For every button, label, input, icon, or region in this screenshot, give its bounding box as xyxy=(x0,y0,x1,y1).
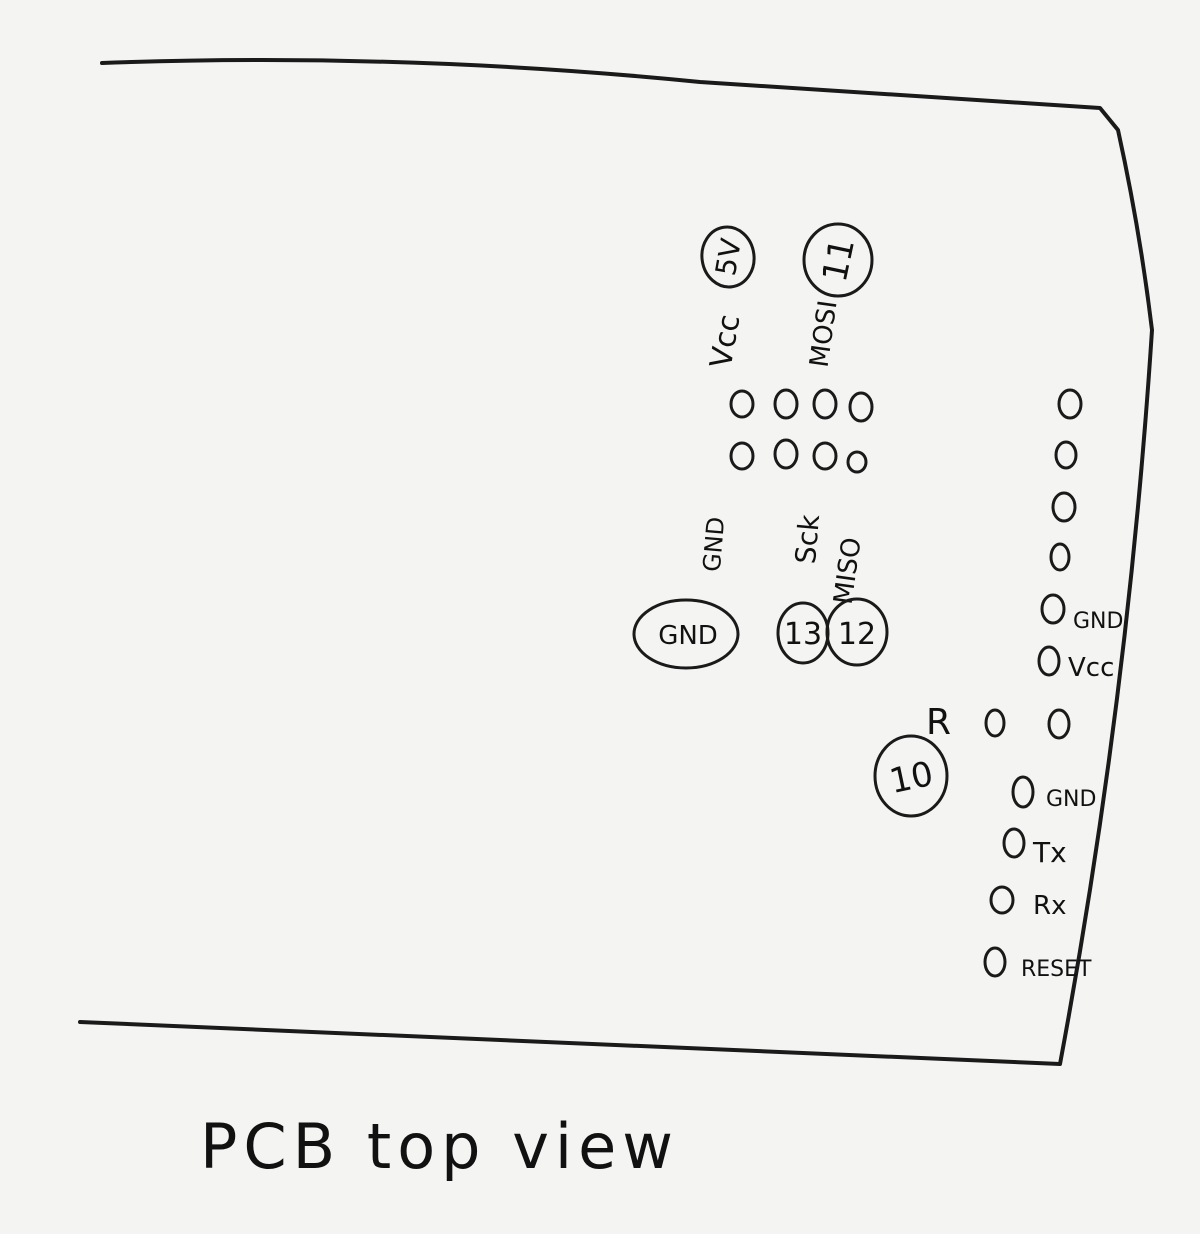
circled-label-gnd: GND xyxy=(632,598,740,670)
label-vcc-top: Vcc xyxy=(704,312,748,371)
svg-text:13: 13 xyxy=(784,617,822,652)
caption: PCB top view xyxy=(200,1110,679,1183)
svg-text:10: 10 xyxy=(886,754,937,802)
svg-text:11: 11 xyxy=(815,235,863,286)
svg-text:GND: GND xyxy=(658,621,718,651)
top-header-pads xyxy=(729,388,874,474)
right-label-rx: Rx xyxy=(1033,891,1066,921)
circled-label-10: 10 xyxy=(873,734,949,818)
label-gnd-top: GND xyxy=(698,516,731,573)
circled-label-13: 13 xyxy=(776,601,830,665)
svg-text:12: 12 xyxy=(838,617,876,652)
right-label-reset: RESET xyxy=(1021,957,1092,982)
resistor-pad xyxy=(984,708,1006,738)
right-label-gnd-1: GND xyxy=(1073,609,1123,634)
circled-label-11: 11 xyxy=(802,222,874,298)
label-miso: MISO xyxy=(829,536,868,607)
resistor-label: R xyxy=(926,702,951,743)
right-header-pads xyxy=(983,388,1083,978)
circled-label-12: 12 xyxy=(825,597,889,667)
circled-label-5v: 5V xyxy=(700,225,756,289)
right-label-vcc: Vcc xyxy=(1068,653,1114,683)
pcb-outline xyxy=(78,58,1154,1066)
right-label-gnd-2: GND xyxy=(1046,787,1096,812)
right-label-tx: Tx xyxy=(1032,836,1067,869)
svg-text:5V: 5V xyxy=(709,236,748,278)
label-sck: Sck xyxy=(789,512,826,565)
label-mosi: MOSI xyxy=(805,299,844,370)
